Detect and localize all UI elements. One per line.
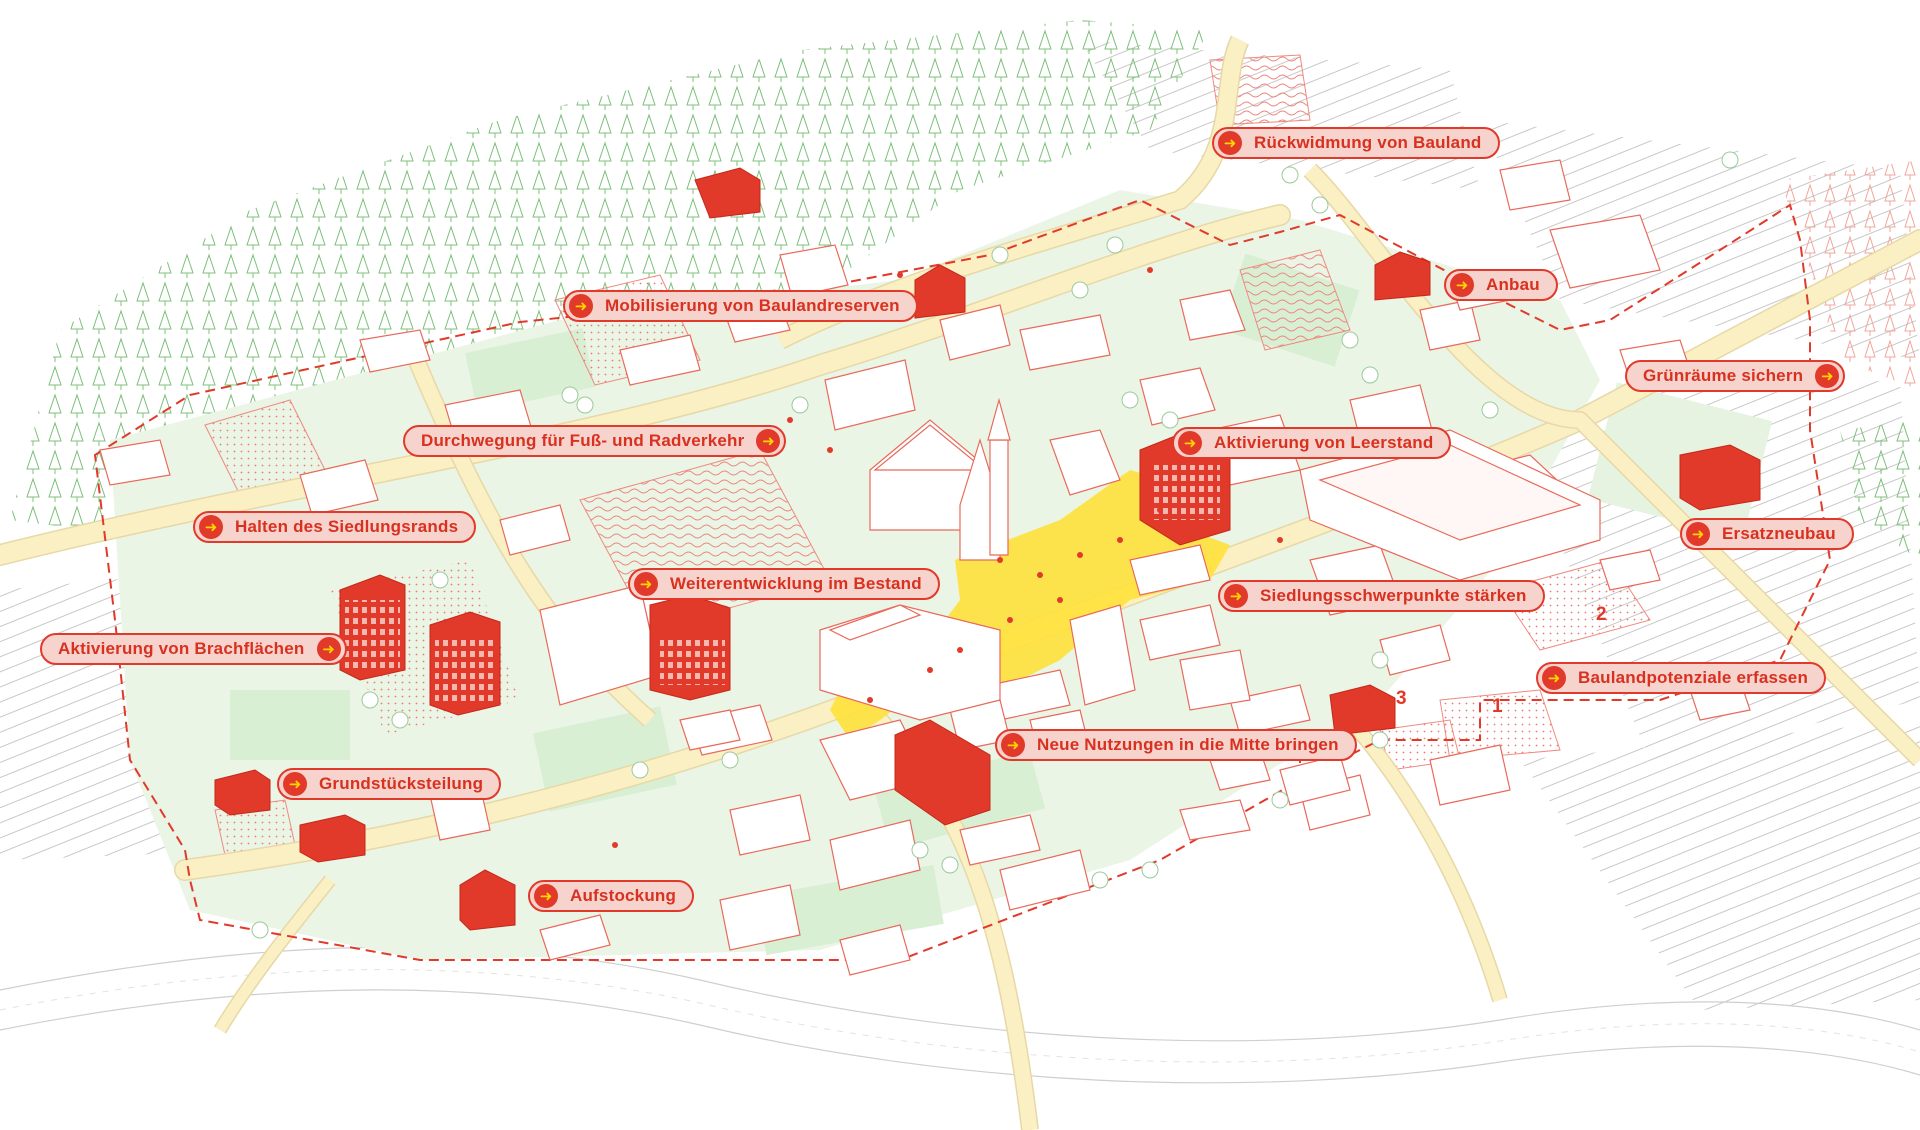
arrow-right-icon: ➜ — [1542, 666, 1566, 690]
label-mobilisierung[interactable]: ➜ Mobilisierung von Baulandreserven — [563, 290, 918, 322]
plot-number-2: 2 — [1596, 604, 1607, 625]
arrow-right-icon: ➜ — [569, 294, 593, 318]
label-durchwegung[interactable]: Durchwegung für Fuß- und Radverkehr ➜ — [403, 425, 787, 457]
label-gruenraeume[interactable]: Grünräume sichern ➜ — [1625, 360, 1846, 392]
plot-number-3: 3 — [1396, 688, 1407, 709]
arrow-right-icon: ➜ — [534, 884, 558, 908]
arrow-right-icon: ➜ — [1815, 364, 1840, 388]
arrow-right-icon: ➜ — [316, 637, 341, 661]
arrow-right-icon: ➜ — [634, 572, 658, 596]
label-grundstuecksteilung[interactable]: ➜ Grundstücksteilung — [277, 768, 502, 800]
arrow-right-icon: ➜ — [1218, 131, 1242, 155]
arrow-right-icon: ➜ — [1450, 273, 1474, 297]
church — [987, 397, 1011, 556]
label-ersatzneubau[interactable]: ➜ Ersatzneubau — [1680, 518, 1854, 550]
label-brachflaechen[interactable]: Aktivierung von Brachflächen ➜ — [40, 633, 347, 665]
river — [0, 946, 1920, 1084]
people — [612, 267, 1283, 848]
arrow-right-icon: ➜ — [1686, 522, 1710, 546]
label-leerstand[interactable]: ➜ Aktivierung von Leerstand — [1172, 427, 1452, 459]
label-anbau[interactable]: ➜ Anbau — [1444, 269, 1558, 301]
label-siedlungsrand[interactable]: ➜ Halten des Siedlungsrands — [193, 511, 477, 543]
arrow-right-icon: ➜ — [1224, 584, 1248, 608]
arrow-right-icon: ➜ — [756, 429, 781, 453]
label-weiterentwicklung[interactable]: ➜ Weiterentwicklung im Bestand — [628, 568, 940, 600]
label-aufstockung[interactable]: ➜ Aufstockung — [528, 880, 695, 912]
label-schwerpunkte[interactable]: ➜ Siedlungsschwerpunkte stärken — [1218, 580, 1545, 612]
plot-number-1: 1 — [1492, 696, 1503, 717]
arrow-right-icon: ➜ — [283, 772, 307, 796]
label-baulandpotenziale[interactable]: ➜ Baulandpotenziale erfassen — [1536, 662, 1827, 694]
label-neue-nutzungen[interactable]: ➜ Neue Nutzungen in die Mitte bringen — [995, 729, 1357, 761]
highlighted-buildings — [214, 167, 1761, 931]
arrow-right-icon: ➜ — [1001, 733, 1025, 757]
arrow-right-icon: ➜ — [199, 515, 223, 539]
label-rueckwidmung[interactable]: ➜ Rückwidmung von Bauland — [1212, 127, 1500, 159]
settlement-boundary — [93, 198, 1832, 961]
arrow-right-icon: ➜ — [1178, 431, 1202, 455]
